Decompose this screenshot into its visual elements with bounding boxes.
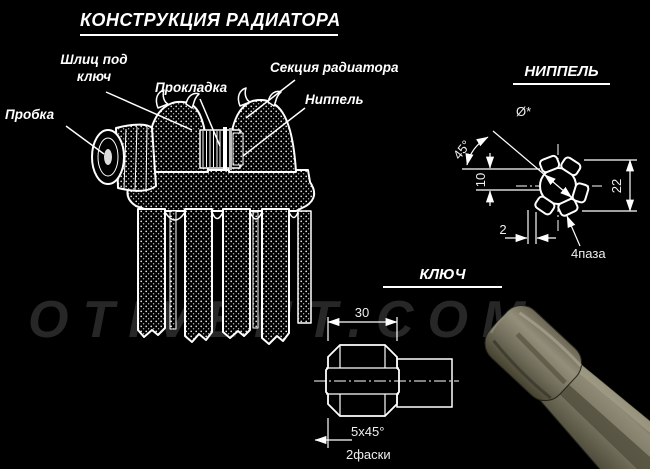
nipple-dim22: 22	[582, 159, 637, 212]
label-radiator-section: Секция радиатора	[270, 60, 399, 75]
dim-22-text: 22	[609, 179, 624, 193]
slots-note-text: 4паза	[571, 246, 606, 261]
radiator-nipple-joint	[199, 127, 244, 171]
radiator-columns	[137, 208, 312, 345]
label-nipple: Ниппель	[305, 92, 364, 107]
key-section-title: КЛЮЧ	[383, 266, 502, 288]
label-gasket: Прокладка	[155, 80, 228, 95]
chamfer-text: 5x45°	[351, 424, 384, 439]
radiator-left-dome	[146, 100, 209, 173]
label-slot-line1: Шлиц под	[60, 52, 128, 67]
dim-diameter-text: Ø*	[516, 104, 531, 119]
chamfer-note-text: 2фаски	[346, 447, 391, 462]
radiator-dome-ears	[155, 87, 282, 109]
label-slot-for-key: Шлиц под ключ	[48, 51, 140, 85]
plug-slot	[104, 149, 112, 165]
label-plug: Пробка	[5, 107, 55, 122]
key-dim30: 30	[327, 305, 398, 341]
page-title: КОНСТРУКЦИЯ РАДИАТОРА	[80, 10, 340, 36]
nipple-dim10: 10	[462, 153, 540, 206]
leader-lines	[65, 79, 306, 157]
nipple-section-title: НИППЕЛЬ	[513, 63, 610, 85]
label-slot-line2: ключ	[76, 69, 112, 84]
dim-2-text: 2	[499, 222, 506, 237]
gasket-shape	[223, 127, 227, 171]
key-view: 30 5x45° 2фаски	[314, 305, 459, 462]
plug-shape	[91, 123, 157, 192]
key-shaft	[396, 358, 453, 408]
nipple-dim2: 2	[499, 210, 556, 244]
key-tool-photo	[484, 305, 650, 469]
key-chamfer-dim: 5x45° 2фаски	[314, 418, 391, 462]
nipple-lugs	[534, 154, 590, 217]
nipple-diameter-dim: Ø*	[492, 104, 573, 199]
nipple-angle-dim: 45°	[450, 136, 489, 166]
key-facet-lines	[326, 345, 399, 416]
dim-angle-text: 45°	[450, 137, 474, 162]
dim-10-text: 10	[473, 173, 488, 187]
radiator-column-arches	[164, 211, 299, 221]
nipple-slots-note: 4паза	[566, 215, 606, 261]
dim-30-text: 30	[355, 305, 369, 320]
radiator-illustration	[65, 79, 316, 345]
nipple-view: Ø* 45° 10 22	[450, 104, 637, 261]
